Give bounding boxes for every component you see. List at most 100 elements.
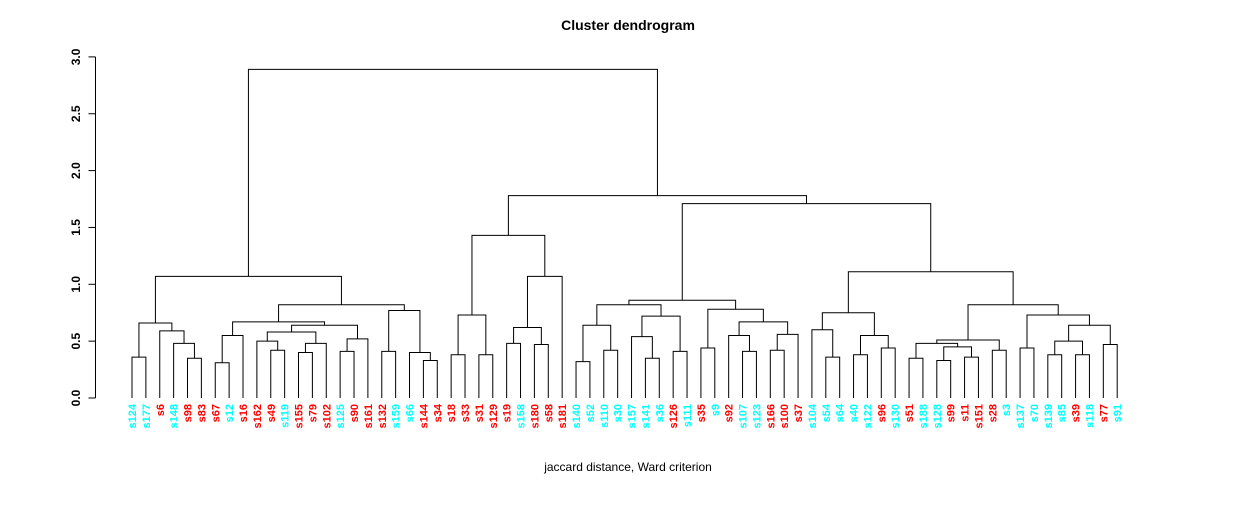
leaf-label: s79 [307,404,319,422]
dendrogram-link [278,304,405,322]
dendrogram-link [154,275,342,323]
leaf-label: s67 [210,404,222,422]
leaf-label: s157 [627,404,639,428]
leaf-label: s188 [918,404,930,428]
leaf-label: s83 [196,404,208,422]
dendrogram-link [1047,354,1063,398]
leaf-label: s148 [169,404,181,428]
leaf-label: s110 [599,404,611,428]
dendrogram-link [769,349,785,398]
leaf-label: s144 [418,403,430,428]
x-axis-label: jaccard distance, Ward criterion [544,460,712,474]
y-axis-tick-label: 1.5 [69,219,83,236]
leaf-label: s155 [294,404,306,428]
dendrogram-link [880,347,896,398]
leaf-label: s124 [127,403,139,428]
leaf-label: s130 [890,404,902,428]
leaf-label: s140 [571,404,583,428]
leaf-label: s177 [141,404,153,428]
dendrogram-link [825,356,841,398]
dendrogram-link [1019,347,1035,398]
leaf-label: s66 [405,404,417,422]
dendrogram-link [457,314,487,355]
dendrogram-link [1068,324,1111,345]
leaf-label: s137 [1015,404,1027,428]
dendrogram-link [507,195,807,236]
dendrogram-link [159,330,185,398]
dendrogram-link [742,350,757,398]
dendrogram-link [936,359,952,398]
dendrogram-link [247,68,658,277]
leaf-label: s51 [904,404,916,422]
leaf-label: s158 [516,404,528,428]
y-axis-tick-label: 0.0 [69,389,83,406]
dendrogram-link [1026,314,1090,348]
leaf-label: s161 [363,404,375,428]
chart-title: Cluster dendrogram [561,17,695,33]
leaf-label: s52 [585,404,597,422]
dendrogram-link [641,315,681,352]
leaf-label: s122 [862,404,874,428]
y-axis-tick-label: 2.5 [69,105,83,122]
dendrogram-link [138,322,173,358]
dendrogram-link [707,308,764,348]
dendrogram-link [346,338,369,398]
dendrogram-link [1102,344,1118,398]
leaf-label: s91 [1112,404,1124,422]
y-axis-tick-label: 1.0 [69,276,83,293]
dendrogram-link [644,357,660,398]
dendrogram-link [298,352,313,398]
dendrogram-link [908,357,924,398]
dendrogram-link [853,354,868,398]
dendrogram-link [533,344,549,398]
leaf-label: s102 [321,404,333,428]
leaf-label: s123 [751,404,763,428]
dendrogram-link [672,350,688,398]
dendrogram-link [232,321,326,336]
leaf-label: s180 [529,404,541,428]
leaf-label: s100 [779,404,791,428]
leaf-label: s141 [640,404,652,428]
leaf-label: s49 [266,404,278,422]
y-axis-tick-label: 2.0 [69,162,83,179]
leaf-label: s9 [710,404,722,416]
dendrogram-link [409,352,431,398]
leaf-label: s99 [946,404,958,422]
dendrogram-link [256,340,279,398]
leaf-label: s77 [1098,404,1110,422]
dendrogram-link [811,329,834,398]
dendrogram-link [173,342,195,398]
leaf-label: s107 [738,404,750,428]
dendrogram-link [478,354,494,398]
leaf-label: s19 [502,404,514,422]
dendrogram-link [700,347,716,398]
dendrogram-link [681,203,932,301]
leaf-label: s12 [224,404,236,422]
dendrogram-link [526,275,563,398]
dendrogram-link [967,304,1059,341]
dendrogram-link [728,334,750,398]
leaf-label: s28 [987,404,999,422]
leaf-label: s64 [835,403,847,422]
leaf-label: s162 [252,404,264,428]
leaf-label: s92 [724,404,736,422]
leaf-label: s159 [391,404,403,428]
leaf-label: s111 [682,404,694,427]
leaf-label: s181 [557,404,569,428]
dendrogram-link [304,342,327,398]
leaf-label: s90 [349,404,361,422]
dendrogram-link [506,342,522,398]
dendrogram-link [964,356,979,398]
dendrogram-link [339,350,355,398]
dendrogram-link [381,350,397,398]
dendrogram-link [270,349,286,398]
leaf-label: s16 [238,404,250,422]
leaf-label: s39 [1071,404,1083,422]
dendrogram-link [1054,340,1084,355]
leaf-label: s118 [1084,404,1096,428]
dendrogram-link [388,309,421,353]
leaf-label: s166 [765,404,777,428]
leaf-label: s96 [876,404,888,422]
